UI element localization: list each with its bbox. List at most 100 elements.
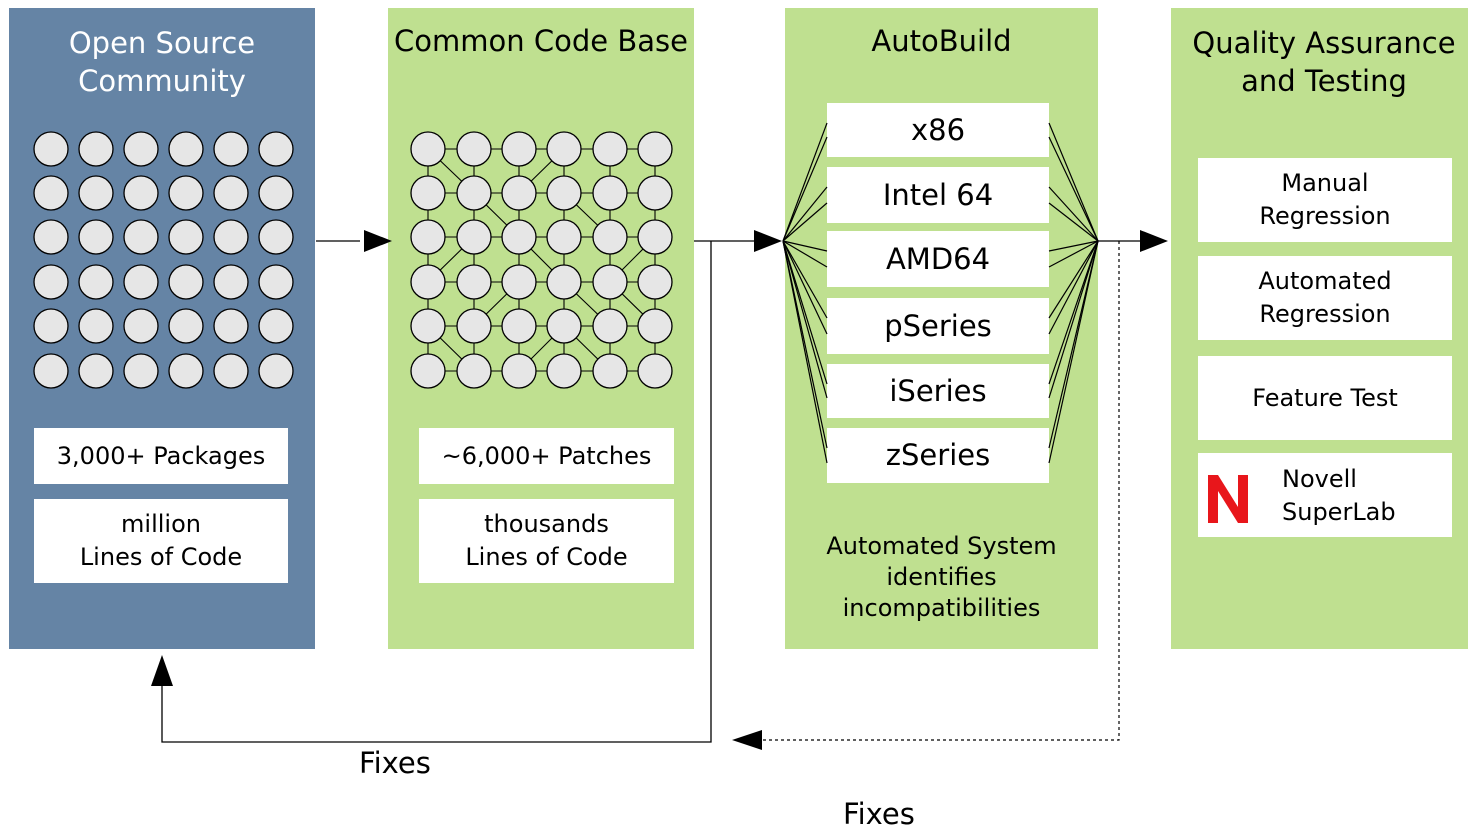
superlab-label: Novell SuperLab	[1282, 465, 1396, 526]
patch-node	[410, 353, 446, 389]
package-dot	[33, 219, 69, 255]
patch-node	[592, 308, 628, 344]
package-dot	[213, 353, 249, 389]
package-dot	[213, 175, 249, 211]
package-dot	[258, 264, 294, 300]
package-dot	[123, 264, 159, 300]
package-dot	[213, 131, 249, 167]
fan-out-lines	[782, 122, 828, 464]
patch-node	[637, 264, 673, 300]
patch-node	[546, 175, 582, 211]
patch-node	[637, 308, 673, 344]
package-dot	[33, 131, 69, 167]
package-dot	[258, 308, 294, 344]
patch-node	[501, 264, 537, 300]
package-dot-grid	[33, 131, 294, 389]
package-dot	[78, 219, 114, 255]
package-dot	[33, 353, 69, 389]
fixes-feedback-line	[161, 241, 712, 743]
lines-of-code-box: million Lines of Code	[34, 499, 288, 583]
panel-title: Open Source Community	[68, 26, 256, 98]
patch-node	[410, 131, 446, 167]
arrowhead	[151, 655, 173, 686]
package-dot	[33, 264, 69, 300]
package-dot	[33, 308, 69, 344]
arrowhead	[732, 730, 762, 750]
package-dot	[213, 308, 249, 344]
package-dot	[123, 131, 159, 167]
fan-in-lines	[1048, 122, 1099, 464]
package-dot	[123, 353, 159, 389]
package-dot	[33, 175, 69, 211]
qa-feature-test-box: Feature Test	[1198, 356, 1452, 440]
patch-mesh-grid	[410, 131, 673, 389]
fixes-dashed-label: Fixes	[843, 797, 915, 831]
package-dot	[78, 175, 114, 211]
patch-node	[637, 175, 673, 211]
patch-node	[546, 131, 582, 167]
package-dot	[168, 219, 204, 255]
package-dot	[123, 308, 159, 344]
arch-box-zseries: zSeries	[827, 428, 1049, 483]
package-dot	[168, 264, 204, 300]
patch-node	[592, 175, 628, 211]
arch-box-amd64: AMD64	[827, 231, 1049, 287]
package-dot	[258, 219, 294, 255]
package-dot	[258, 353, 294, 389]
patch-node	[410, 308, 446, 344]
package-dot	[258, 175, 294, 211]
patch-node	[637, 353, 673, 389]
package-dot	[258, 131, 294, 167]
patch-node	[592, 219, 628, 255]
patch-node	[592, 353, 628, 389]
fixes-dashed-feedback-line	[762, 241, 1120, 741]
fixes-label: Fixes	[359, 746, 431, 780]
patch-node	[546, 308, 582, 344]
package-dot	[123, 175, 159, 211]
package-dot	[168, 308, 204, 344]
patch-node	[456, 131, 492, 167]
patch-node	[637, 131, 673, 167]
patch-node	[501, 131, 537, 167]
patch-node	[546, 353, 582, 389]
patch-node	[546, 264, 582, 300]
package-dot	[123, 219, 159, 255]
panel-title: AutoBuild	[871, 24, 1012, 58]
arrowhead	[364, 230, 392, 252]
patch-node	[456, 308, 492, 344]
arch-box-pseries: pSeries	[827, 298, 1049, 354]
package-dot	[168, 353, 204, 389]
novell-logo-icon	[1208, 475, 1248, 523]
qa-manual-regression-box: Manual Regression	[1198, 158, 1452, 242]
patch-node	[592, 264, 628, 300]
patch-node	[456, 175, 492, 211]
patch-node	[546, 219, 582, 255]
package-dot	[78, 264, 114, 300]
package-dot	[168, 131, 204, 167]
package-dot	[78, 131, 114, 167]
patch-node	[410, 219, 446, 255]
patches-count-box: ~6,000+ Patches	[419, 428, 674, 484]
package-dot	[213, 264, 249, 300]
patch-node	[456, 353, 492, 389]
patch-lines-of-code-box: thousands Lines of Code	[419, 499, 674, 583]
patch-node	[501, 308, 537, 344]
panel-title: Quality Assurance and Testing	[1192, 26, 1456, 98]
package-dot	[168, 175, 204, 211]
arrowhead	[754, 230, 782, 252]
package-dot	[78, 308, 114, 344]
arch-box-iseries: iSeries	[827, 364, 1049, 418]
patch-node	[410, 264, 446, 300]
package-dot	[213, 219, 249, 255]
package-dot	[78, 353, 114, 389]
qa-superlab-box: Novell SuperLab	[1198, 453, 1452, 537]
patch-node	[592, 131, 628, 167]
patch-node	[501, 219, 537, 255]
patch-node	[456, 264, 492, 300]
patch-node	[456, 219, 492, 255]
qa-automated-regression-box: Automated Regression	[1198, 256, 1452, 340]
patch-node	[637, 219, 673, 255]
patch-node	[501, 353, 537, 389]
patch-node	[501, 175, 537, 211]
panel-title: Common Code Base	[394, 24, 688, 58]
